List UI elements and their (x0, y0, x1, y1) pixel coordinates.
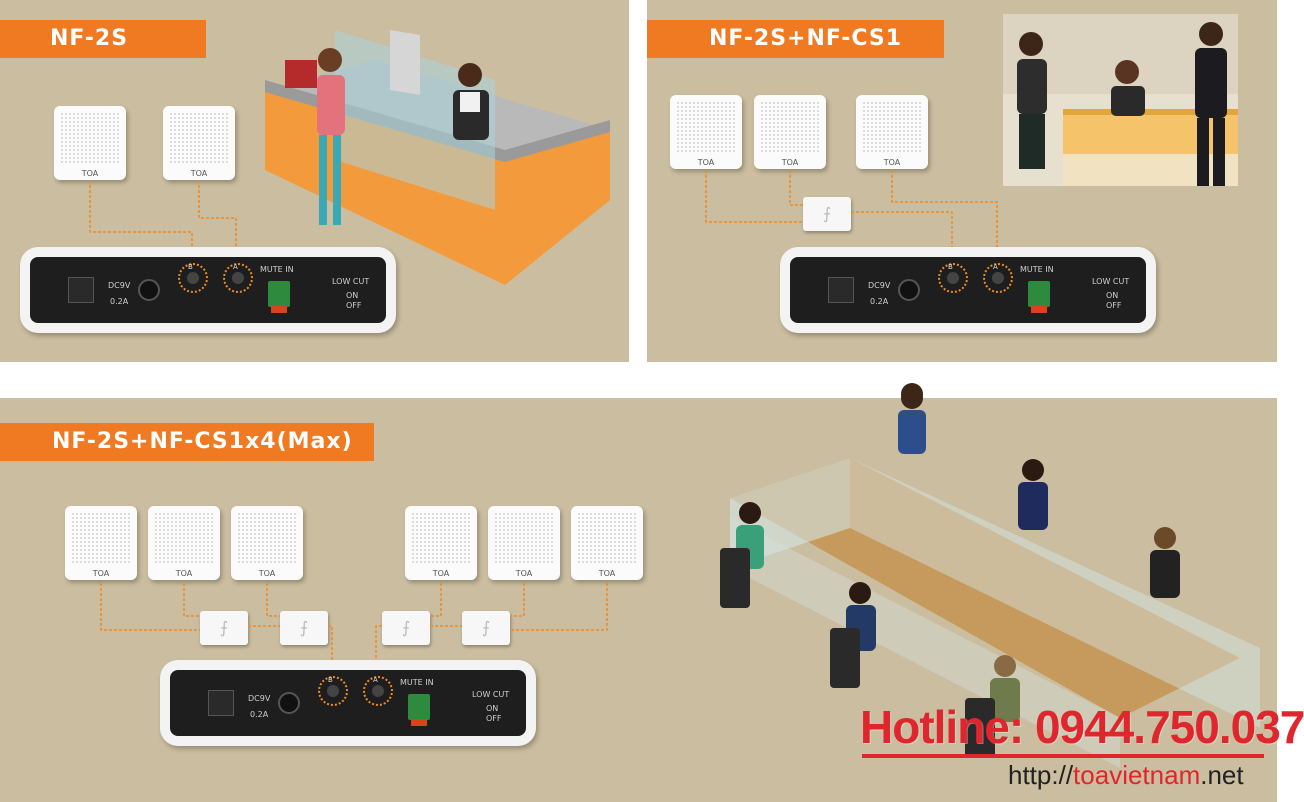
speaker-3: TOA (856, 95, 928, 169)
current-label: 0.2A (250, 710, 269, 719)
current-label: 0.2A (110, 297, 129, 306)
speaker-brand: TOA (697, 158, 715, 167)
speaker-port-b: B (318, 676, 348, 706)
on-label: ON (486, 704, 499, 713)
hotline-text: Hotline: 0944.750.037 (860, 701, 1304, 753)
speaker-brand: TOA (190, 169, 208, 178)
amplifier-nf-2s: DC9V 0.2A B A MUTE IN LOW CUT ON OFF (780, 247, 1156, 333)
mute-in-label: MUTE IN (260, 265, 294, 274)
speaker-2: TOA (754, 95, 826, 169)
website-url[interactable]: http://toavietnam.net (1008, 760, 1244, 791)
speaker-brand: TOA (432, 569, 450, 578)
speaker-2: TOA (163, 106, 235, 180)
speaker-brand: TOA (515, 569, 533, 578)
speaker-1: TOA (54, 106, 126, 180)
dc-jack (278, 692, 300, 714)
panel-label: NF-2S+NF-CS1 (647, 20, 944, 58)
speaker-1: TOA (65, 506, 137, 580)
dc-label: DC9V (108, 281, 131, 290)
nf-cs1-switch-3: ⨍ (382, 611, 430, 645)
speaker-brand: TOA (883, 158, 901, 167)
speaker-2: TOA (148, 506, 220, 580)
speaker-port-a: A (363, 676, 393, 706)
low-cut-label: LOW CUT (1092, 277, 1130, 286)
speaker-6: TOA (571, 506, 643, 580)
speaker-brand: TOA (598, 569, 616, 578)
speaker-brand: TOA (258, 569, 276, 578)
speaker-5: TOA (488, 506, 560, 580)
speaker-port-b: B (178, 263, 208, 293)
speaker-brand: TOA (781, 158, 799, 167)
speaker-4: TOA (405, 506, 477, 580)
dc-label: DC9V (248, 694, 271, 703)
panel-nf-2s-cs1x4: NF-2S+NF-CS1x4(Max) TOA TOA TOA TOA TOA … (0, 383, 1277, 802)
low-cut-label: LOW CUT (472, 690, 510, 699)
panel-nf-2s: NF-2S TOA TOA DC9V 0.2A B A MUTE IN (0, 0, 629, 362)
nf-cs1-switch-1: ⨍ (200, 611, 248, 645)
mute-terminal (408, 694, 430, 726)
off-label: OFF (346, 301, 362, 310)
panel-nf-2s-cs1: NF-2S+NF-CS1 TOA TOA TOA ⨍ DC9V 0.2A (647, 0, 1277, 362)
speaker-1: TOA (670, 95, 742, 169)
nf-cs1-switch: ⨍ (803, 197, 851, 231)
off-label: OFF (486, 714, 502, 723)
counter-illustration (265, 30, 610, 285)
amplifier-nf-2s: DC9V 0.2A B A MUTE IN LOW CUT ON OFF (160, 660, 536, 746)
mute-in-label: MUTE IN (400, 678, 434, 687)
speaker-brand: TOA (92, 569, 110, 578)
mute-terminal (1028, 281, 1050, 313)
power-switch (68, 277, 94, 303)
url-suffix: .net (1200, 760, 1244, 790)
on-label: ON (346, 291, 359, 300)
speaker-brand: TOA (175, 569, 193, 578)
office-illustration (720, 383, 1260, 768)
dc-jack (138, 279, 160, 301)
nf-cs1-switch-2: ⨍ (280, 611, 328, 645)
amplifier-nf-2s: DC9V 0.2A B A MUTE IN LOW CUT ON OFF (20, 247, 396, 333)
nf-cs1-switch-4: ⨍ (462, 611, 510, 645)
bank-counter-illustration (1003, 14, 1238, 186)
panel-label: NF-2S+NF-CS1x4(Max) (0, 423, 374, 461)
mute-terminal (268, 281, 290, 313)
off-label: OFF (1106, 301, 1122, 310)
panel-label: NF-2S (0, 20, 206, 58)
dc-label: DC9V (868, 281, 891, 290)
low-cut-label: LOW CUT (332, 277, 370, 286)
mute-in-label: MUTE IN (1020, 265, 1054, 274)
speaker-port-a: A (983, 263, 1013, 293)
power-switch (208, 690, 234, 716)
speaker-3: TOA (231, 506, 303, 580)
dc-jack (898, 279, 920, 301)
speaker-port-a: A (223, 263, 253, 293)
on-label: ON (1106, 291, 1119, 300)
speaker-port-b: B (938, 263, 968, 293)
url-prefix: http:// (1008, 760, 1074, 790)
hotline-underline (862, 754, 1264, 758)
url-brand: toavietnam (1073, 760, 1201, 790)
power-switch (828, 277, 854, 303)
current-label: 0.2A (870, 297, 889, 306)
speaker-brand: TOA (81, 169, 99, 178)
